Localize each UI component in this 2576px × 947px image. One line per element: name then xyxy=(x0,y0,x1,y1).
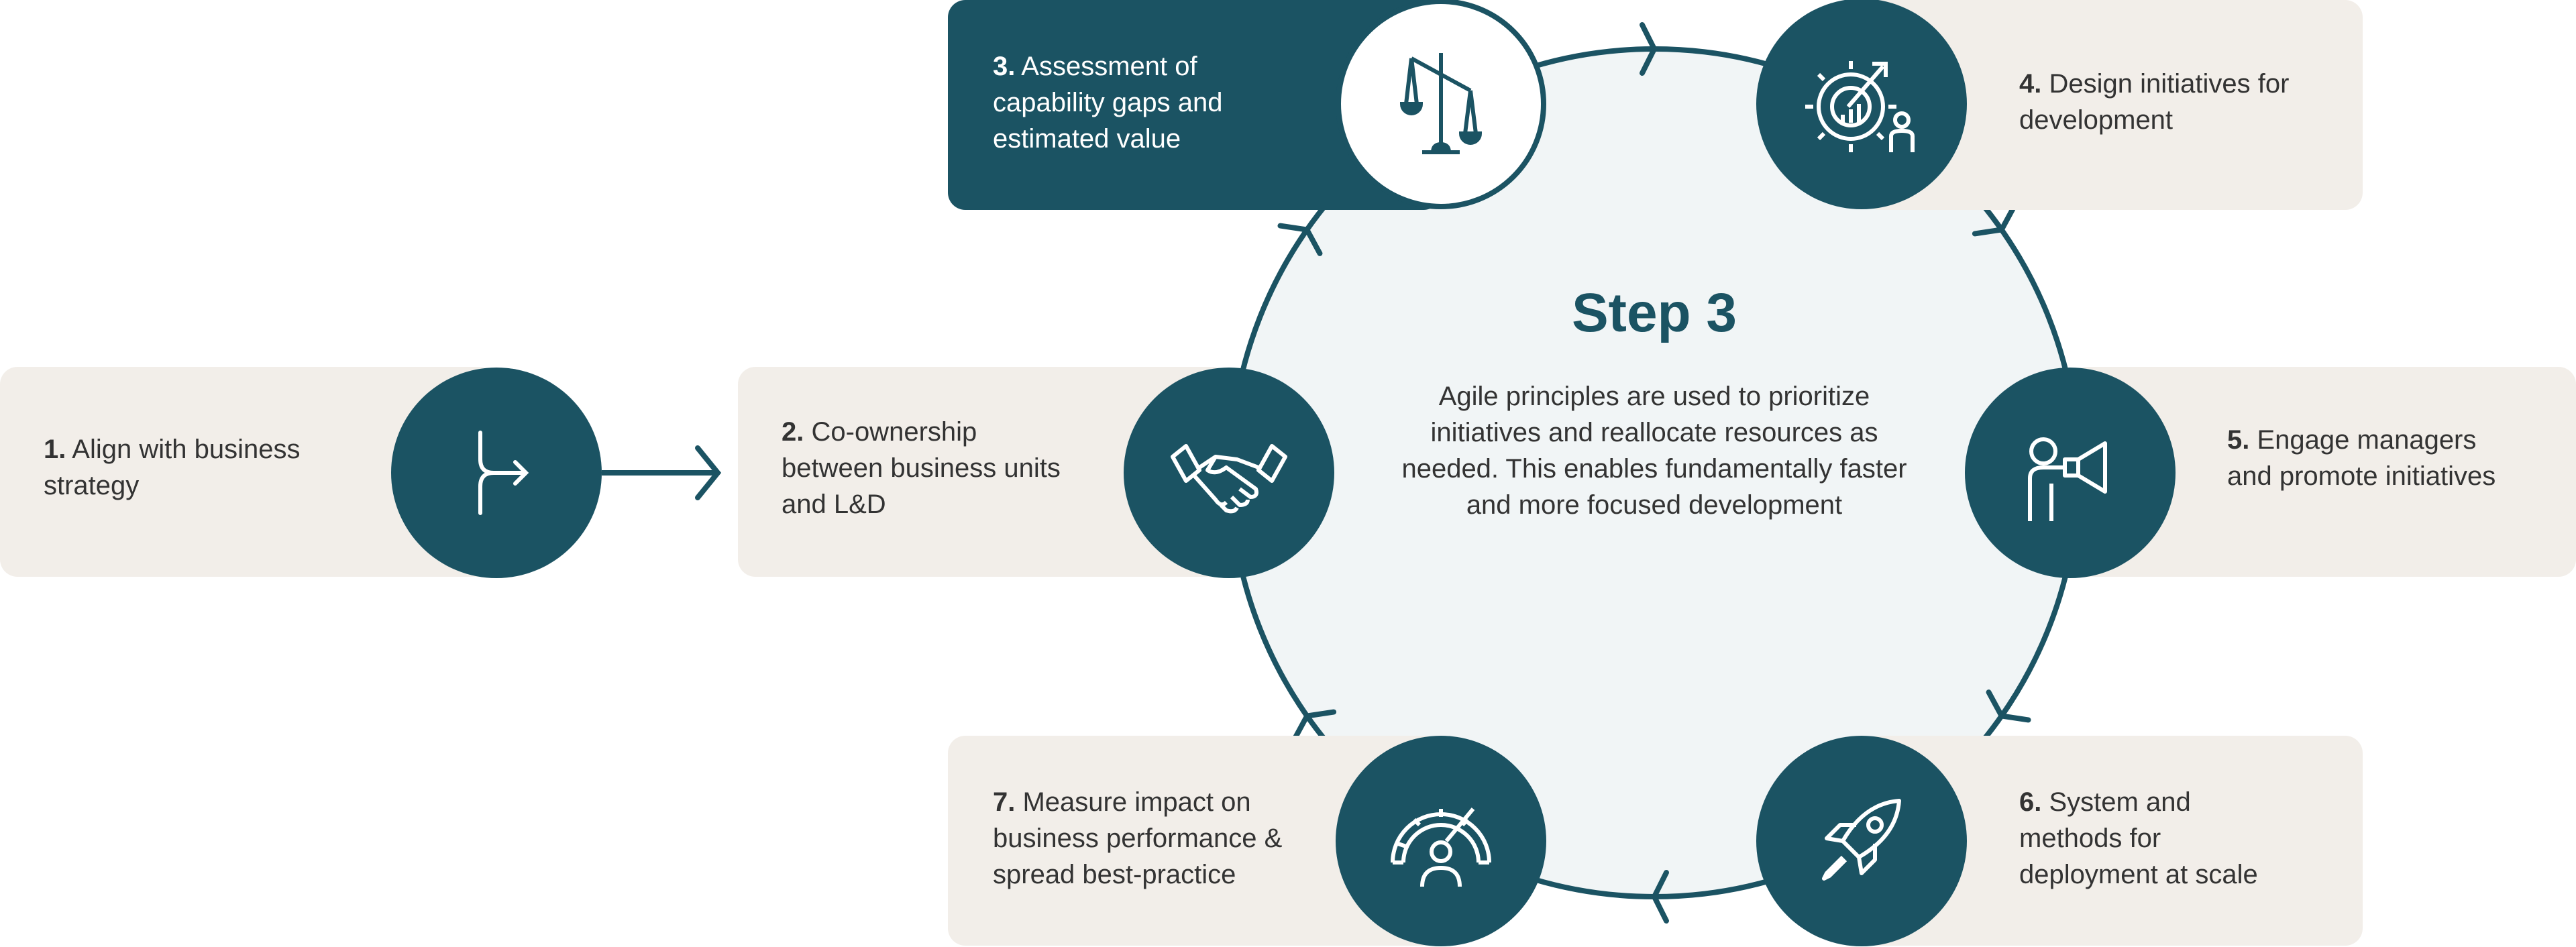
scale-icon xyxy=(1336,0,1546,209)
step-3-card-active: 3. Assessment of capability gaps and est… xyxy=(948,0,1441,210)
center-summary: Step 3 Agile principles are used to prio… xyxy=(1386,282,1923,523)
ring-direction-chevron xyxy=(1291,709,1337,742)
step-5-label: 5. Engage managers and promote initiativ… xyxy=(2227,425,2496,491)
step-4-label: 4. Design initiatives for development xyxy=(2019,69,2290,135)
step-7-label: 7. Measure impact on business performanc… xyxy=(993,787,1283,889)
step-1-label: 1. Align with business strategy xyxy=(44,435,301,500)
gear-growth-icon xyxy=(1756,0,1967,209)
merge-arrow-icon xyxy=(391,368,602,578)
handshake-icon xyxy=(1124,368,1334,578)
ring-direction-chevron xyxy=(1972,203,2017,237)
step-3-label: 3. Assessment of capability gaps and est… xyxy=(993,52,1223,154)
connector-arrow-head xyxy=(695,445,722,500)
ring-direction-chevron xyxy=(1277,223,1323,256)
center-description: Agile principles are used to prioritize … xyxy=(1401,382,1907,520)
step-6-label: 6. System and methods for deployment at … xyxy=(2019,787,2258,889)
ring-direction-chevron xyxy=(1986,689,2031,723)
step-2-label: 2. Co-ownership between business units a… xyxy=(782,417,1061,519)
ring-direction-chevron xyxy=(1640,22,1658,76)
ring-direction-chevron xyxy=(1651,870,1669,924)
center-title: Step 3 xyxy=(1571,282,1737,343)
gauge-person-icon xyxy=(1336,736,1546,946)
megaphone-person-icon xyxy=(1965,368,2176,578)
rocket-icon xyxy=(1756,736,1967,946)
